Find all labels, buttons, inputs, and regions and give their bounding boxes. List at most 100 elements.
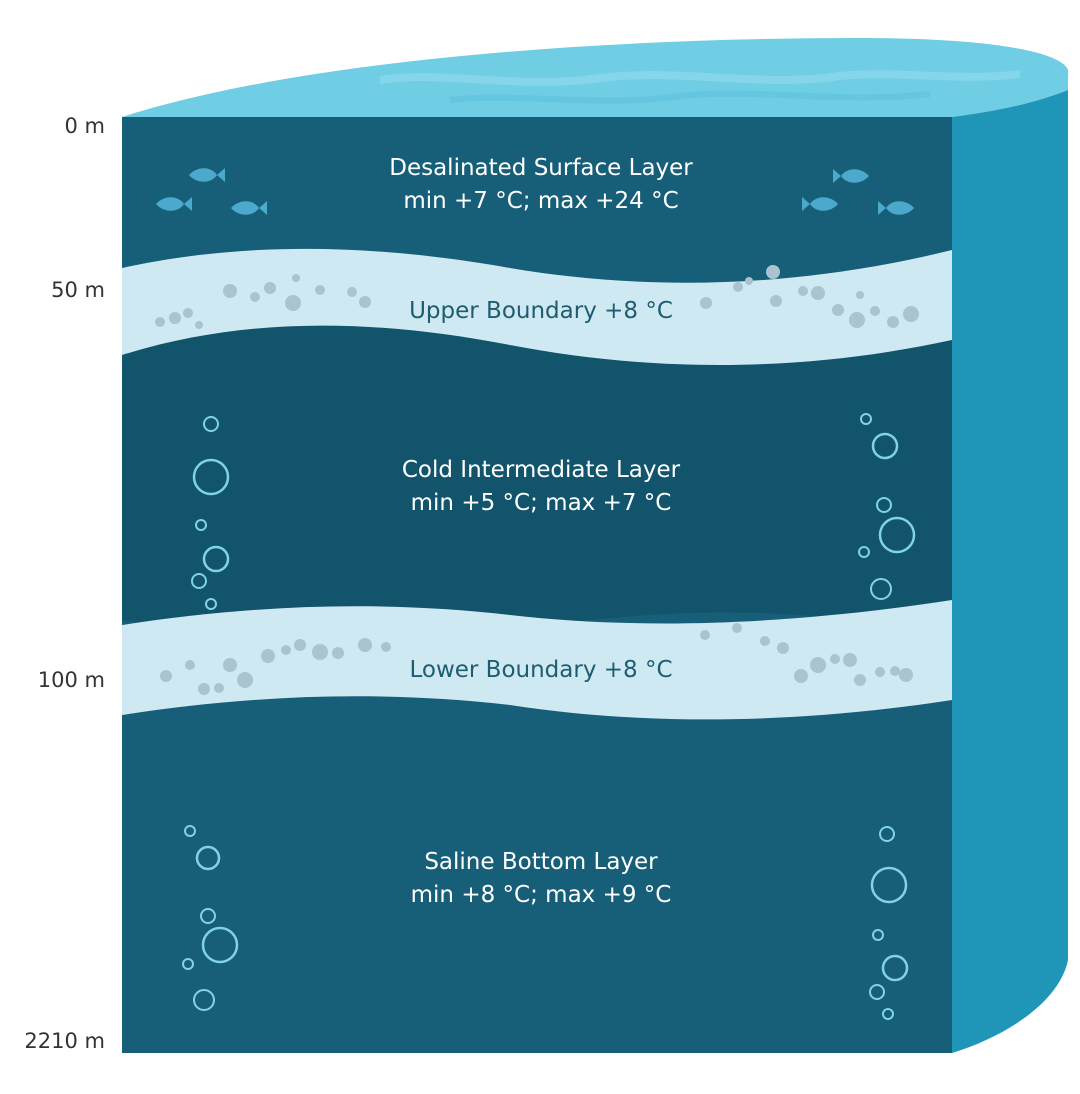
boundary-dot [856, 291, 864, 299]
boundary-dot [903, 306, 919, 322]
boundary-dot [285, 295, 301, 311]
intermediate-layer-name: Cold Intermediate Layer [402, 457, 681, 483]
boundary-dot [347, 287, 357, 297]
boundary-dot [185, 660, 195, 670]
boundary-dot [195, 321, 203, 329]
bubbles [182, 413, 916, 1020]
fish-icon [231, 201, 267, 215]
boundary-dot [160, 670, 172, 682]
bottom-layer-name: Saline Bottom Layer [424, 849, 658, 875]
boundary-dot [250, 292, 260, 302]
boundary-dot [732, 623, 742, 633]
bubble-icon [182, 958, 194, 970]
depth-label-2210: 2210 m [24, 1029, 105, 1053]
bubble-icon [193, 989, 215, 1011]
boundary-dot [312, 644, 328, 660]
bubble-icon [882, 1008, 894, 1020]
boundary-dot [381, 642, 391, 652]
boundary-dot [745, 277, 753, 285]
fish-icon [878, 201, 914, 215]
boundary-dot [332, 647, 344, 659]
bubble-icon [184, 825, 196, 837]
boundary-dot [854, 674, 866, 686]
bubble-icon [871, 432, 899, 460]
bubble-icon [872, 929, 884, 941]
boundary-dot [830, 654, 840, 664]
fish-icon [802, 197, 838, 211]
bubble-icon [203, 416, 219, 432]
boundary-dot [359, 296, 371, 308]
upper-boundary-label: Upper Boundary +8 °C [409, 298, 673, 324]
boundary-dot [358, 638, 372, 652]
fish-icon [156, 197, 192, 211]
surface-layer-temp: min +7 °C; max +24 °C [403, 188, 678, 214]
bubble-icon [879, 826, 895, 842]
fish-school [156, 168, 914, 215]
fish-icon [189, 168, 225, 182]
depth-label-0: 0 m [65, 114, 106, 138]
boundary-dot [832, 304, 844, 316]
bubble-icon [860, 413, 872, 425]
boundary-dot [798, 286, 808, 296]
boundary-dot [700, 297, 712, 309]
boundary-dot [700, 630, 710, 640]
upper-boundary-band [122, 248, 952, 365]
bottom-layer-temp: min +8 °C; max +9 °C [411, 882, 672, 908]
boundary-dot [214, 683, 224, 693]
boundary-dot [887, 316, 899, 328]
boundary-dot [843, 653, 857, 667]
boundary-dot [264, 282, 276, 294]
bubble-icon [201, 926, 239, 964]
boundary-dot [733, 282, 743, 292]
bubble-icon [870, 866, 908, 904]
boundary-dot [870, 306, 880, 316]
boundary-dot [169, 312, 181, 324]
bubble-icon [195, 519, 207, 531]
fish-icon [833, 169, 869, 183]
bubble-icon [202, 545, 230, 573]
boundary-dot [760, 636, 770, 646]
boundary-dot [770, 295, 782, 307]
bubble-icon [878, 516, 916, 554]
side-face [952, 90, 1068, 1053]
bubble-icon [870, 578, 892, 600]
bubble-icon [195, 845, 221, 871]
bubble-icon [858, 546, 870, 558]
boundary-dot [811, 286, 825, 300]
depth-label-50: 50 m [51, 278, 105, 302]
water-surface-ripples [379, 70, 1021, 86]
boundary-dot [875, 667, 885, 677]
surface-layer-name: Desalinated Surface Layer [389, 155, 693, 181]
bubble-icon [876, 497, 892, 513]
boundary-dot [890, 666, 900, 676]
boundary-dot [183, 308, 193, 318]
boundary-dot [198, 683, 210, 695]
boundary-dot [281, 645, 291, 655]
boundary-dot [766, 265, 780, 279]
boundary-dot [294, 639, 306, 651]
boundary-dot [794, 669, 808, 683]
boundary-dot [261, 649, 275, 663]
bubble-icon [191, 573, 207, 589]
lower-boundary-band [122, 600, 952, 720]
boundary-dot [777, 642, 789, 654]
boundary-dot [155, 317, 165, 327]
boundary-dot [849, 312, 865, 328]
bubble-icon [200, 908, 216, 924]
boundary-dot [810, 657, 826, 673]
bubble-icon [192, 458, 230, 496]
boundary-dot [315, 285, 325, 295]
boundary-dot [292, 274, 300, 282]
water-surface-ripples-2 [449, 90, 931, 104]
boundary-dot [223, 284, 237, 298]
intermediate-layer-temp: min +5 °C; max +7 °C [411, 490, 672, 516]
depth-label-100: 100 m [38, 668, 105, 692]
bubble-icon [881, 954, 909, 982]
boundary-dot [899, 668, 913, 682]
bubble-icon [869, 984, 885, 1000]
bubble-icon [205, 598, 217, 610]
intermediate-layer [122, 323, 952, 641]
lower-boundary-label: Lower Boundary +8 °C [409, 657, 672, 683]
boundary-dots [155, 265, 919, 695]
